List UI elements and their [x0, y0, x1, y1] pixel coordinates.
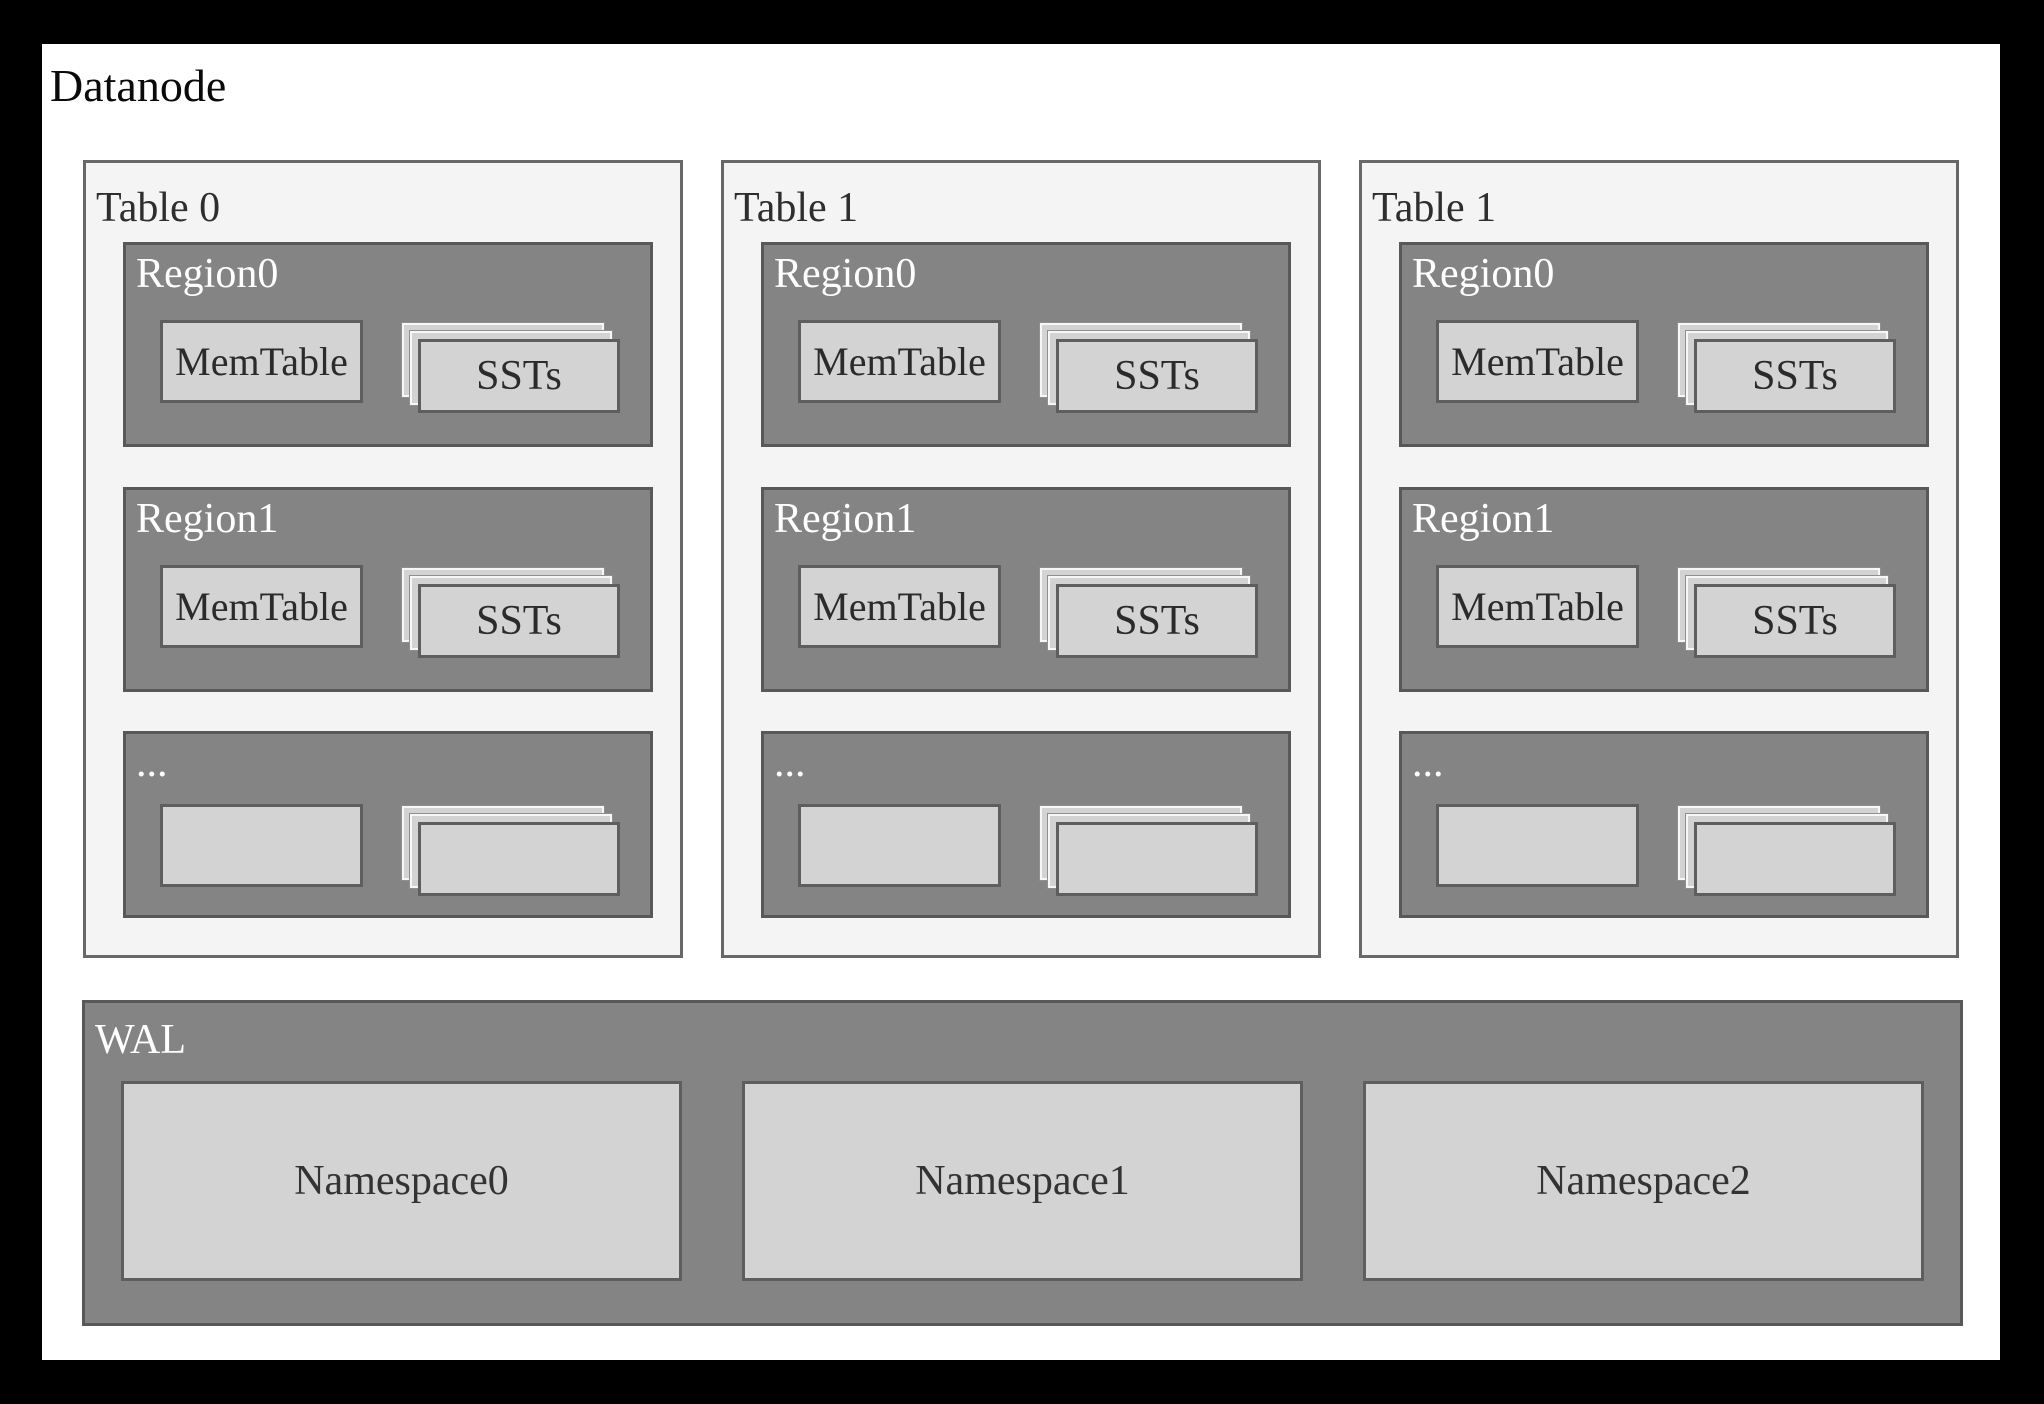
- region-box: Region0 MemTable SSTs: [1399, 242, 1929, 447]
- ssts-box: SSTs: [418, 339, 620, 413]
- ssts-box: SSTs: [1056, 584, 1258, 658]
- namespace-label: Namespace0: [294, 1158, 509, 1204]
- ssts-box-empty: [418, 822, 620, 896]
- ssts-stack: SSTs: [402, 323, 620, 413]
- memtable-label: MemTable: [813, 584, 986, 629]
- ssts-label: SSTs: [476, 598, 562, 644]
- region-label: ...: [1412, 740, 1444, 786]
- namespace-row: Namespace0 Namespace1 Namespace2: [121, 1081, 1924, 1281]
- ssts-box: SSTs: [1694, 339, 1896, 413]
- ssts-stack: SSTs: [402, 568, 620, 658]
- table-box-1: Table 1 Region0 MemTable SSTs Region1 Me…: [721, 160, 1321, 958]
- region-box: Region0 MemTable SSTs: [123, 242, 653, 447]
- table-box-0: Table 0 Region0 MemTable SSTs Region1 Me…: [83, 160, 683, 958]
- table-box-2: Table 1 Region0 MemTable SSTs Region1 Me…: [1359, 160, 1959, 958]
- datanode-panel: Datanode Table 0 Region0 MemTable SSTs R…: [42, 44, 2000, 1360]
- ssts-stack: SSTs: [1678, 323, 1896, 413]
- namespace-box-1: Namespace1: [742, 1081, 1303, 1281]
- memtable-label: MemTable: [175, 584, 348, 629]
- ssts-stack: SSTs: [1040, 323, 1258, 413]
- region-label: Region1: [136, 496, 279, 542]
- ssts-label: SSTs: [1752, 353, 1838, 399]
- ssts-box: SSTs: [418, 584, 620, 658]
- ssts-stack-empty: [1040, 806, 1258, 896]
- region-box-ellipsis: ...: [761, 731, 1291, 918]
- ssts-label: SSTs: [1114, 598, 1200, 644]
- ssts-box: SSTs: [1056, 339, 1258, 413]
- region-label: Region1: [774, 496, 917, 542]
- tables-row: Table 0 Region0 MemTable SSTs Region1 Me…: [83, 160, 1959, 958]
- ssts-box-empty: [1694, 822, 1896, 896]
- region-label: Region0: [774, 251, 917, 297]
- wal-box: WAL Namespace0 Namespace1 Namespace2: [82, 1000, 1963, 1326]
- ssts-stack: SSTs: [1040, 568, 1258, 658]
- region-box: Region1 MemTable SSTs: [1399, 487, 1929, 692]
- memtable-box-empty: [798, 804, 1001, 887]
- ssts-stack-empty: [402, 806, 620, 896]
- ssts-stack-empty: [1678, 806, 1896, 896]
- namespace-label: Namespace1: [915, 1158, 1130, 1204]
- region-box-ellipsis: ...: [123, 731, 653, 918]
- region-box: Region1 MemTable SSTs: [123, 487, 653, 692]
- memtable-box: MemTable: [798, 320, 1001, 403]
- memtable-box: MemTable: [160, 565, 363, 648]
- memtable-label: MemTable: [175, 339, 348, 384]
- region-label: Region1: [1412, 496, 1555, 542]
- table-label: Table 0: [96, 185, 221, 231]
- region-label: Region0: [136, 251, 279, 297]
- region-box: Region1 MemTable SSTs: [761, 487, 1291, 692]
- region-label: Region0: [1412, 251, 1555, 297]
- memtable-label: MemTable: [1451, 339, 1624, 384]
- memtable-box: MemTable: [1436, 565, 1639, 648]
- namespace-box-2: Namespace2: [1363, 1081, 1924, 1281]
- region-box: Region0 MemTable SSTs: [761, 242, 1291, 447]
- ssts-label: SSTs: [1752, 598, 1838, 644]
- region-label: ...: [774, 740, 806, 786]
- wal-label: WAL: [95, 1017, 186, 1063]
- namespace-box-0: Namespace0: [121, 1081, 682, 1281]
- ssts-box: SSTs: [1694, 584, 1896, 658]
- ssts-label: SSTs: [476, 353, 562, 399]
- memtable-box-empty: [1436, 804, 1639, 887]
- region-box-ellipsis: ...: [1399, 731, 1929, 918]
- region-label: ...: [136, 740, 168, 786]
- ssts-stack: SSTs: [1678, 568, 1896, 658]
- memtable-box-empty: [160, 804, 363, 887]
- table-label: Table 1: [1372, 185, 1497, 231]
- memtable-box: MemTable: [798, 565, 1001, 648]
- memtable-box: MemTable: [1436, 320, 1639, 403]
- namespace-label: Namespace2: [1536, 1158, 1751, 1204]
- memtable-label: MemTable: [1451, 584, 1624, 629]
- table-label: Table 1: [734, 185, 859, 231]
- memtable-label: MemTable: [813, 339, 986, 384]
- ssts-label: SSTs: [1114, 353, 1200, 399]
- memtable-box: MemTable: [160, 320, 363, 403]
- ssts-box-empty: [1056, 822, 1258, 896]
- page-title: Datanode: [50, 60, 227, 111]
